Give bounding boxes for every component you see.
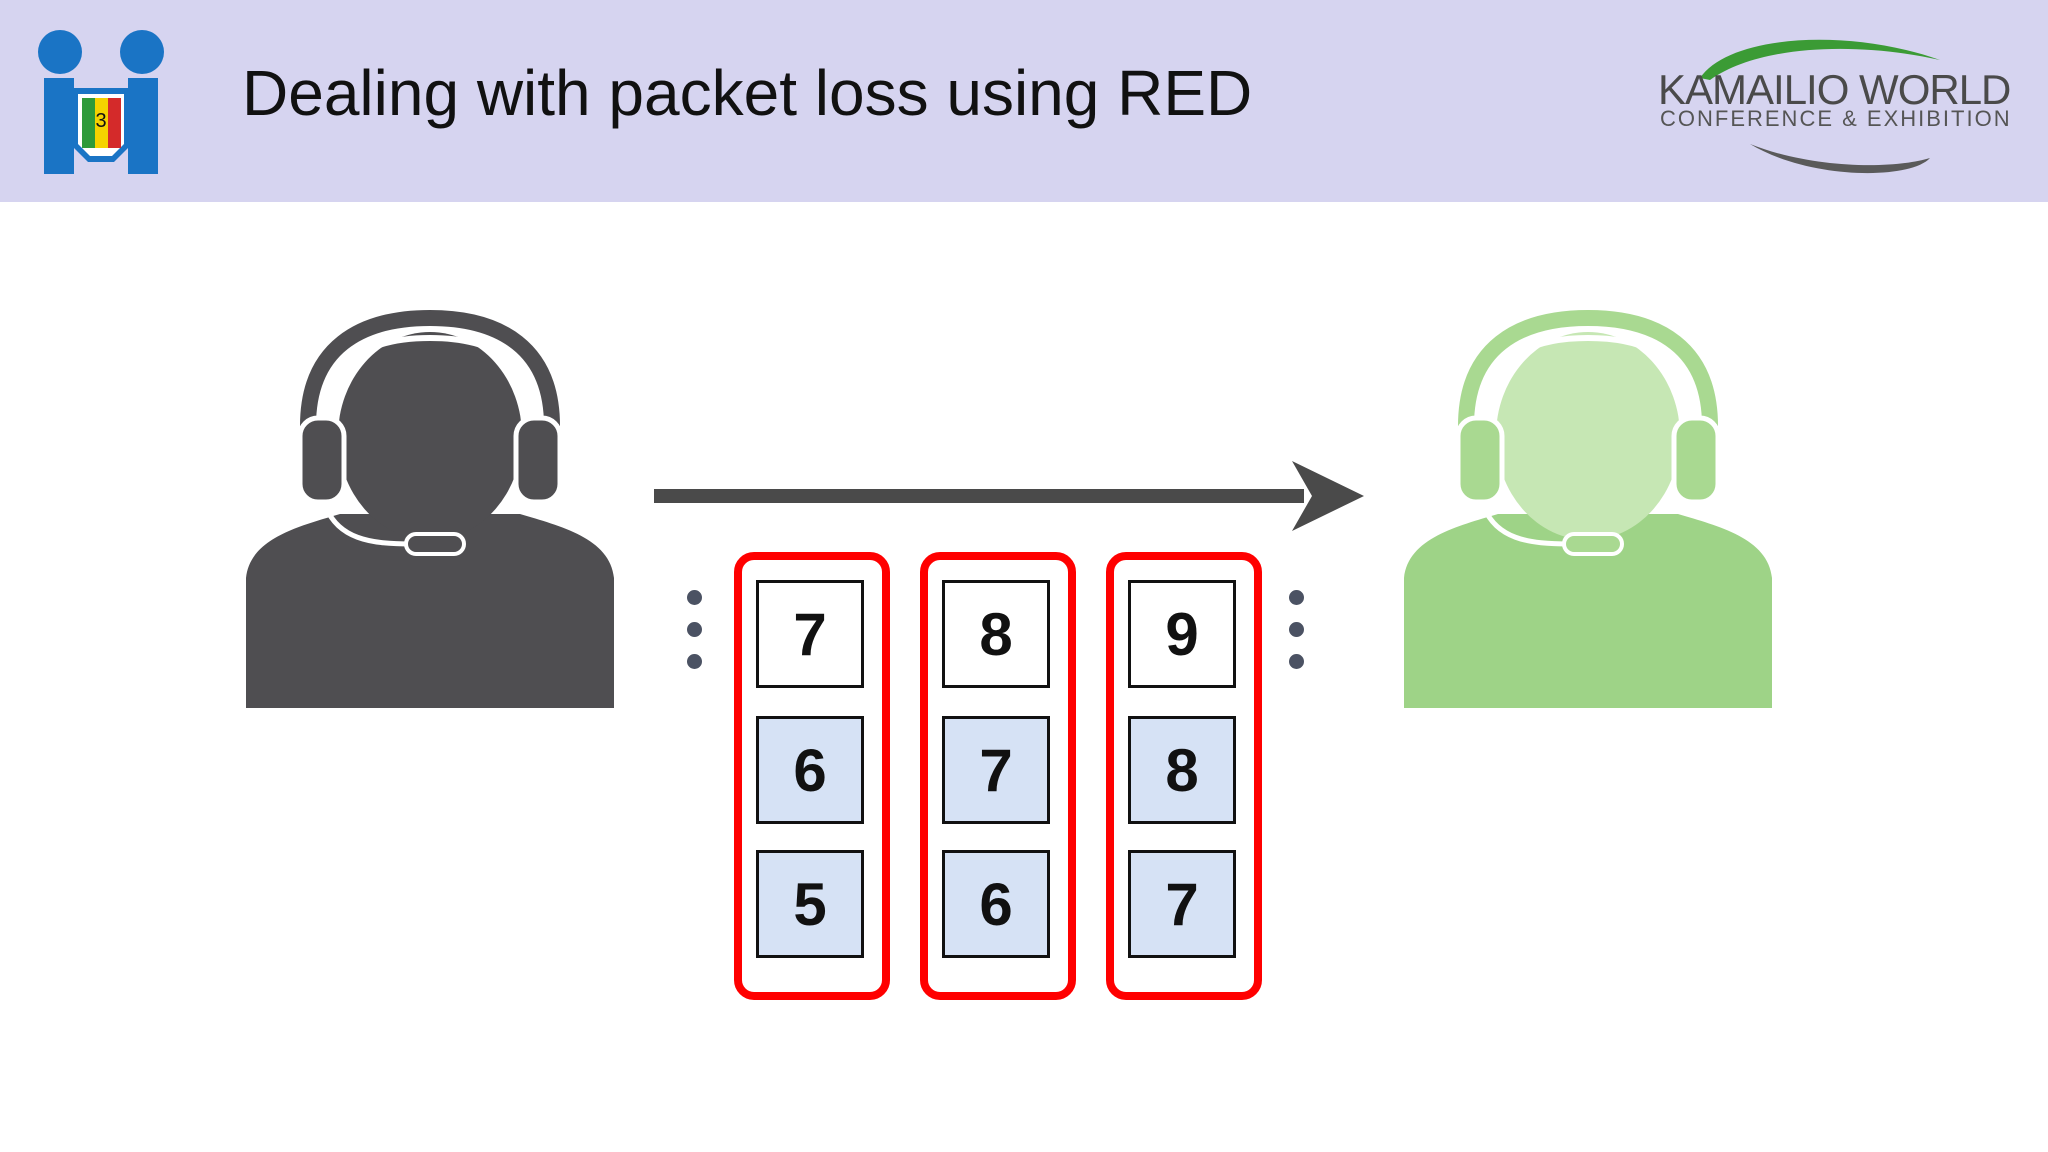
conference-logo: 3: [38, 30, 164, 174]
red-packet: 8 7 6: [920, 552, 1076, 1000]
kamailio-world-logo: KAMAILIO WORLD CONFERENCE & EXHIBITION: [1640, 20, 2020, 180]
transmission-arrow-icon: [654, 461, 1364, 531]
sender-person-icon: [246, 309, 614, 708]
logo-line-2: CONFERENCE & EXHIBITION: [1660, 106, 2012, 131]
primary-frame: 7: [756, 580, 864, 688]
redundant-frame: 7: [1128, 850, 1236, 958]
redundant-frame: 8: [1128, 716, 1236, 824]
primary-frame: 9: [1128, 580, 1236, 688]
primary-frame: 8: [942, 580, 1050, 688]
conference-logo-number: 3: [95, 110, 106, 132]
ellipsis-left-icon: [682, 590, 706, 680]
ellipsis-right-icon: [1284, 590, 1308, 680]
slide-header: 3 Dealing with packet loss using RED KAM…: [0, 0, 2048, 202]
redundant-frame: 5: [756, 850, 864, 958]
logo-line-1: KAMAILIO WORLD: [1658, 66, 2011, 113]
swoosh-icon: [1700, 39, 1940, 174]
receiver-person-icon: [1404, 309, 1772, 708]
redundant-frame: 6: [942, 850, 1050, 958]
redundant-frame: 7: [942, 716, 1050, 824]
redundant-frame: 6: [756, 716, 864, 824]
red-packet: 9 8 7: [1106, 552, 1262, 1000]
red-packet: 7 6 5: [734, 552, 890, 1000]
slide-title: Dealing with packet loss using RED: [242, 57, 1253, 129]
